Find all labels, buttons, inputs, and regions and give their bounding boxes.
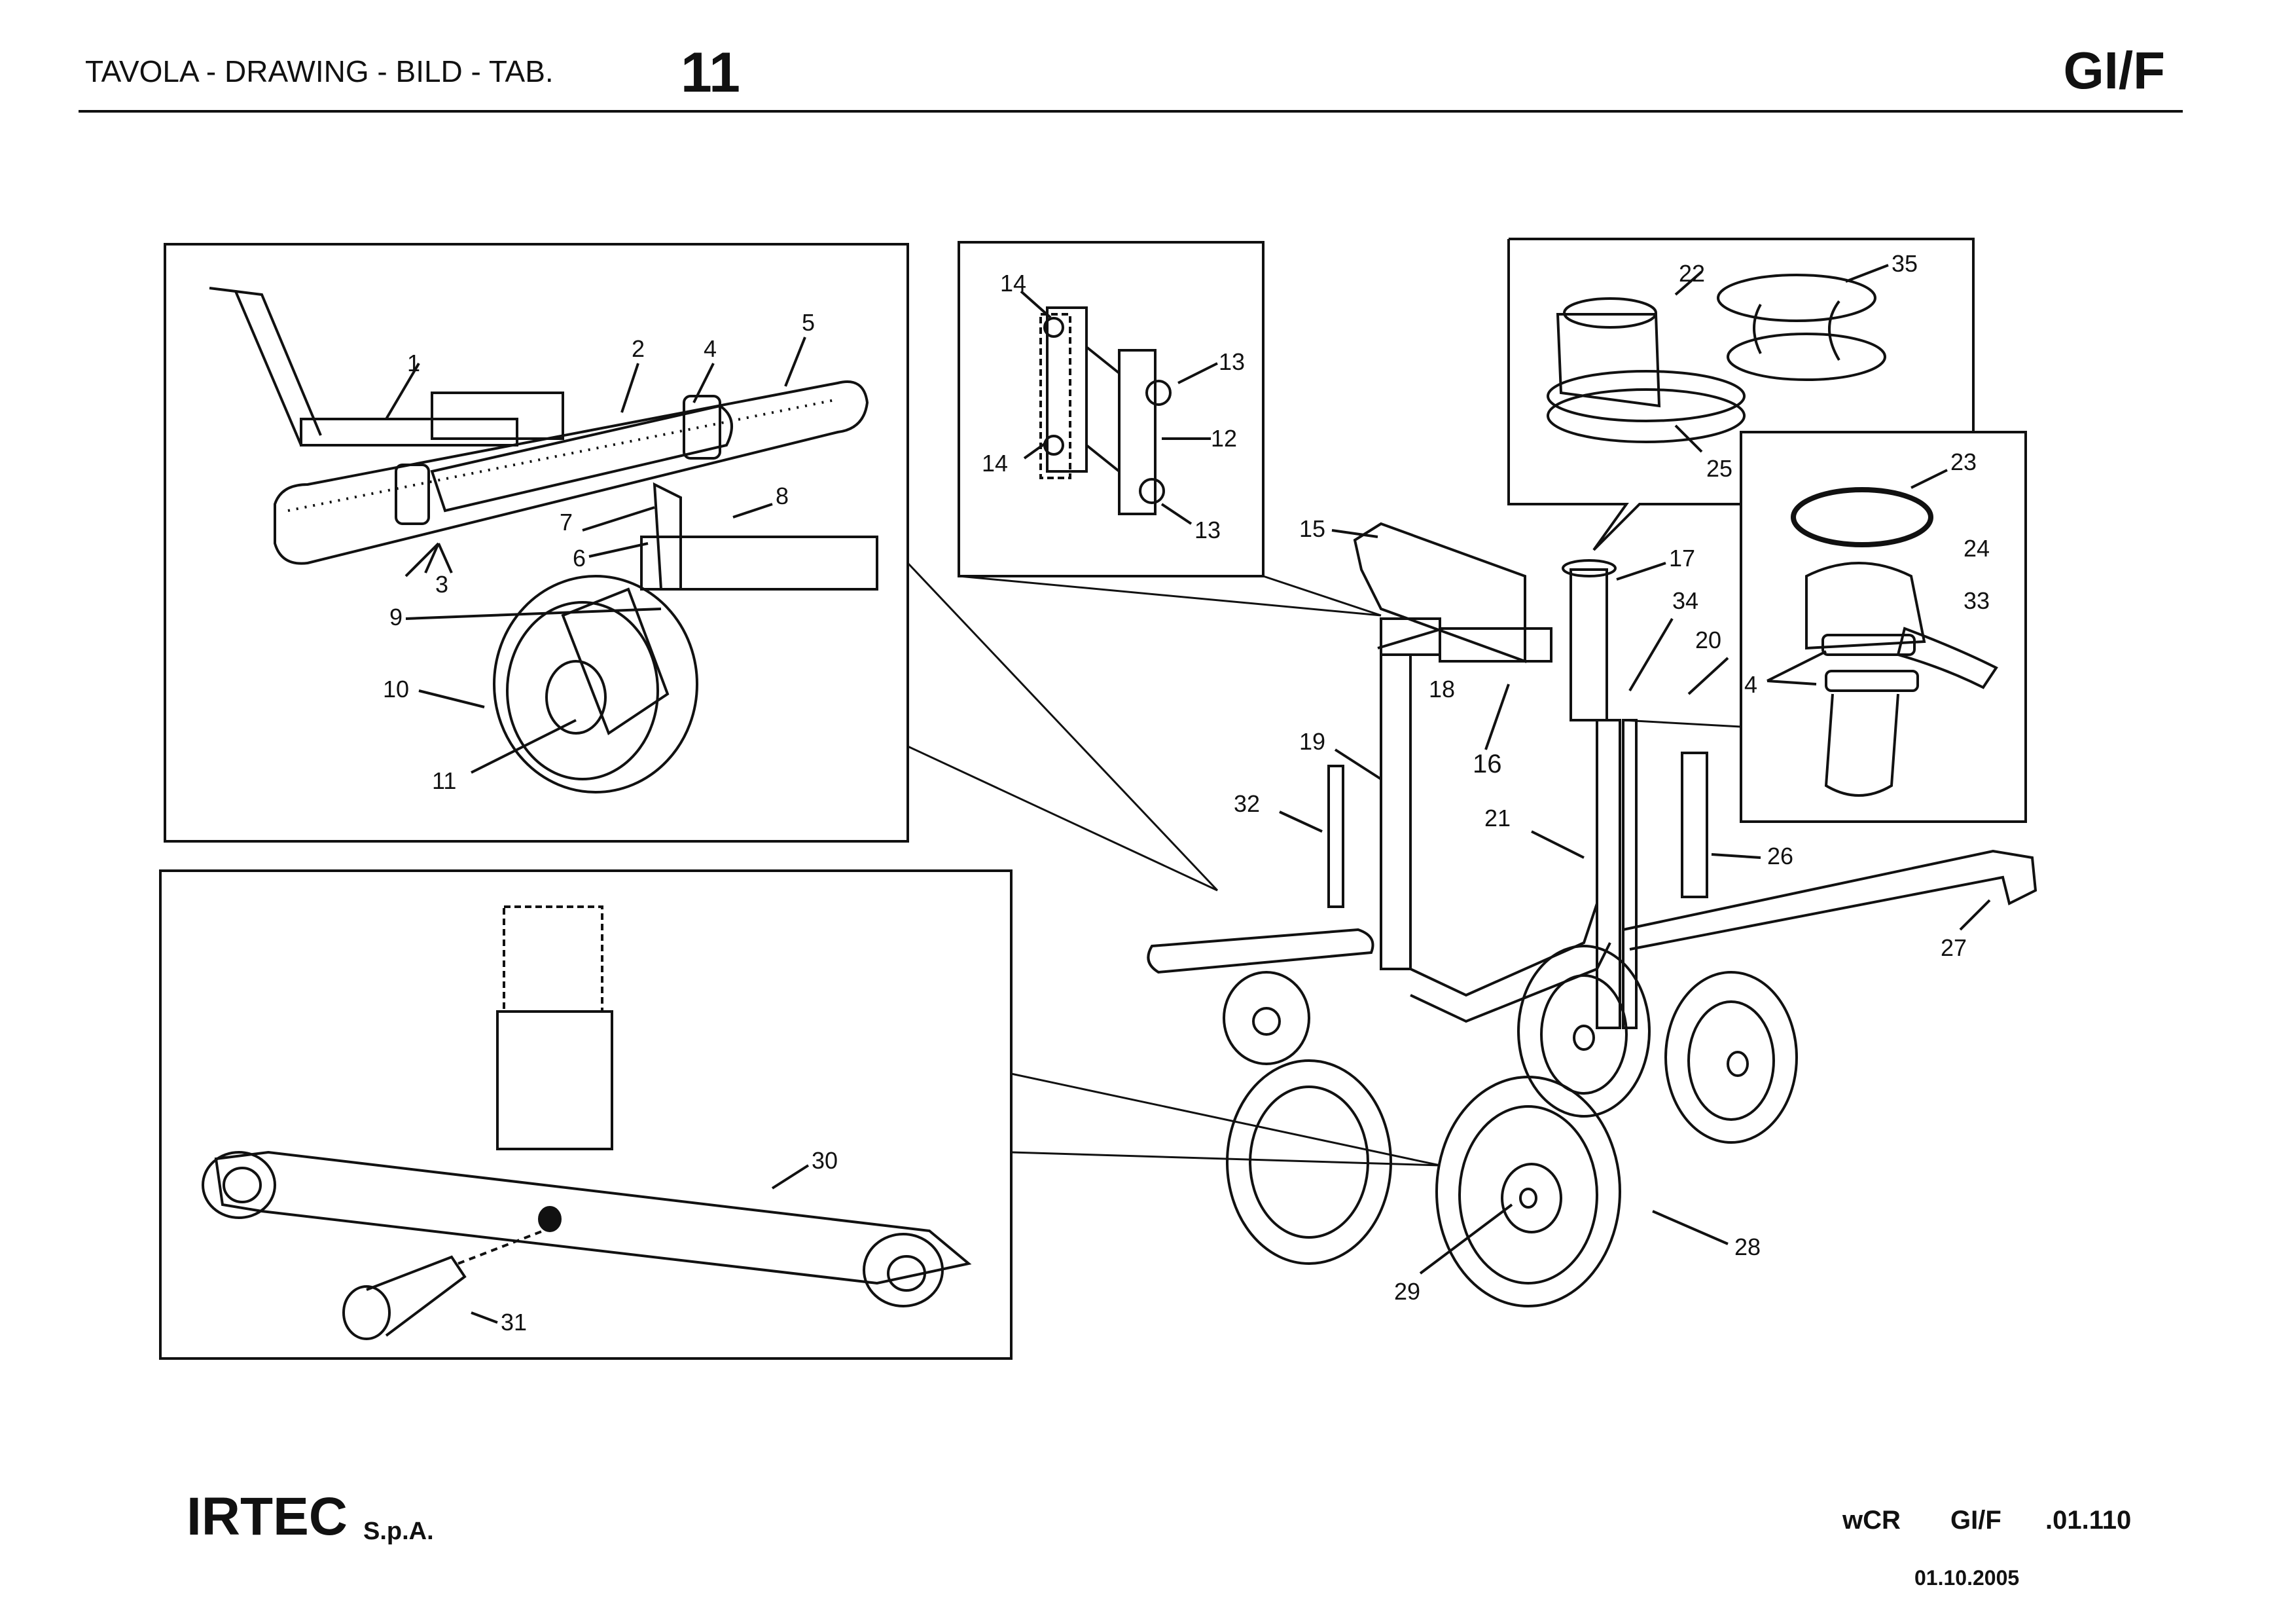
table-number: 11 (681, 41, 740, 104)
sheet-title: TAVOLA - DRAWING - BILD - TAB. (85, 54, 554, 88)
model-code: GI/F (2063, 41, 2165, 100)
callout-13-top: 13 (1219, 348, 1245, 375)
callout-12: 12 (1211, 425, 1237, 452)
callout-34: 34 (1672, 587, 1698, 614)
callout-11: 11 (432, 767, 456, 794)
callout-30: 30 (812, 1147, 838, 1174)
callout-8: 8 (776, 483, 789, 509)
callout-33: 33 (1964, 587, 1990, 614)
detail-panel-hose-wheel: 1 2 3 4 5 6 7 8 9 10 11 (164, 243, 909, 843)
callout-4: 4 (704, 335, 717, 362)
company-name: IRTEC (187, 1487, 348, 1546)
main-assembly: 15 18 16 17 34 20 19 21 32 26 27 28 29 (1147, 515, 2037, 1307)
callout-1: 1 (407, 350, 420, 376)
callout-6: 6 (573, 545, 586, 572)
callout-24: 24 (1964, 535, 1990, 562)
code-prefix: wCR (1842, 1506, 1901, 1535)
callout-15: 15 (1299, 515, 1325, 542)
callout-23: 23 (1950, 448, 1977, 475)
callout-19: 19 (1299, 728, 1325, 755)
callout-10: 10 (383, 676, 409, 702)
revision-date: 01.10.2005 (1914, 1566, 2020, 1590)
detail-panel-coupling: 23 24 33 4 (1740, 431, 2027, 823)
callout-35: 35 (1892, 250, 1918, 277)
callout-4-coupling: 4 (1744, 671, 1757, 698)
callout-32: 32 (1234, 790, 1260, 817)
callout-29: 29 (1394, 1278, 1420, 1305)
callout-14-top: 14 (1000, 270, 1026, 297)
callout-9: 9 (389, 604, 403, 630)
callout-13-bottom: 13 (1194, 517, 1221, 543)
callout-17: 17 (1669, 545, 1695, 572)
callout-26: 26 (1767, 843, 1793, 869)
callout-21: 21 (1484, 805, 1511, 831)
callout-20: 20 (1695, 627, 1721, 653)
callout-25: 25 (1706, 455, 1732, 482)
callout-3: 3 (435, 571, 448, 598)
callout-16: 16 (1473, 750, 1502, 778)
callout-5: 5 (802, 309, 815, 336)
detail-panel-axle: 30 31 (159, 869, 1013, 1360)
code-number: .01.110 (2045, 1506, 2132, 1535)
code-model: GI/F (1950, 1506, 2001, 1535)
callout-28: 28 (1734, 1233, 1761, 1260)
callout-14-bottom: 14 (982, 450, 1008, 477)
company-suffix: S.p.A. (363, 1518, 434, 1545)
detail-panel-bracket: 14 14 13 12 13 (958, 241, 1265, 577)
callout-22: 22 (1679, 260, 1705, 287)
callout-27: 27 (1941, 934, 1967, 961)
callout-31: 31 (501, 1309, 527, 1336)
callout-7: 7 (560, 509, 573, 536)
header-divider (79, 110, 2183, 113)
callout-2: 2 (632, 335, 645, 362)
callout-18: 18 (1429, 676, 1455, 702)
